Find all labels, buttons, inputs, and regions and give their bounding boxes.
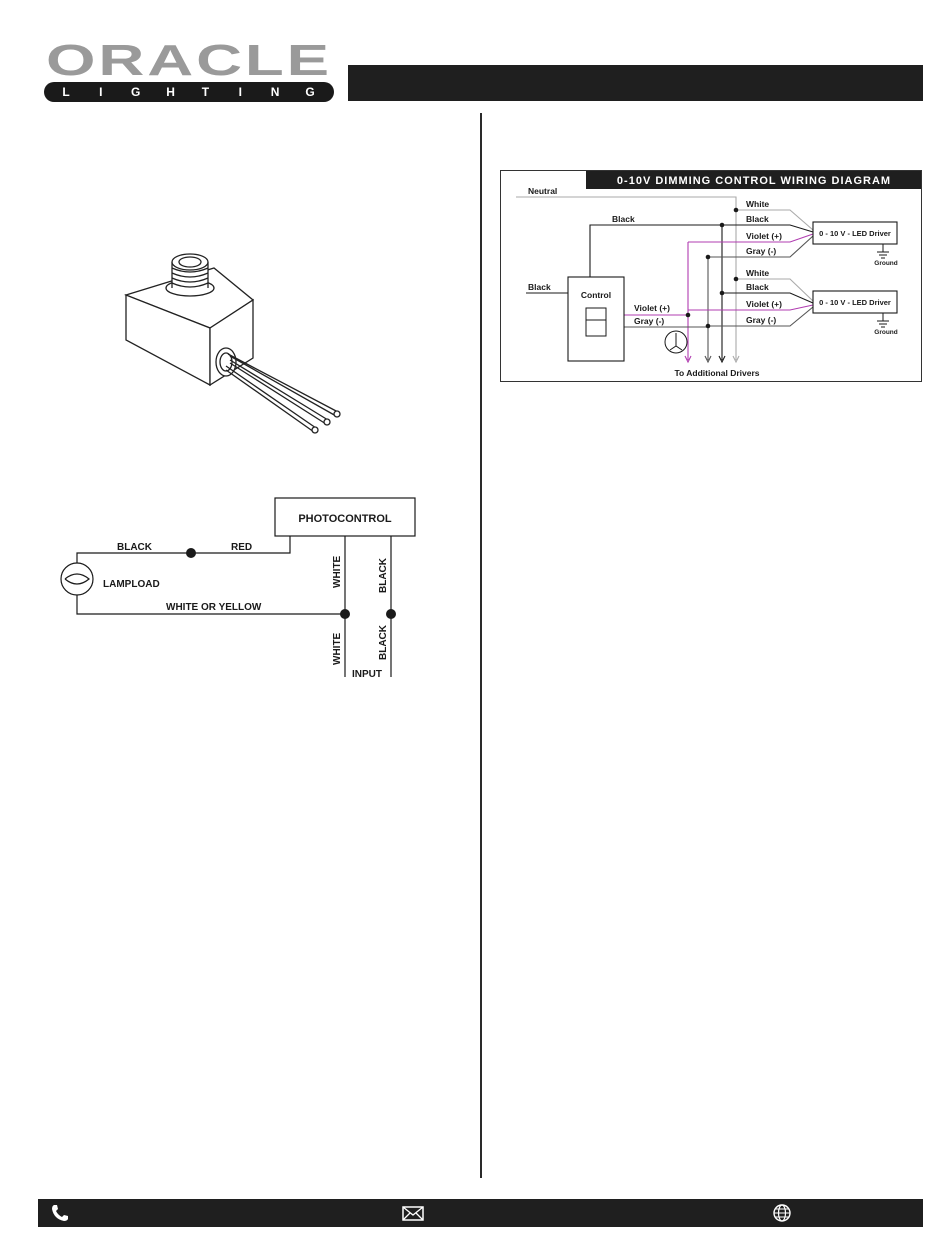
- driver2-label: 0 - 10 V - LED Driver: [819, 298, 891, 307]
- logo-wordmark: ORACLE: [46, 38, 332, 85]
- label-additional-drivers: To Additional Drivers: [674, 368, 759, 378]
- oracle-lighting-logo: ORACLE L I G H T I N G: [44, 38, 334, 102]
- logo-tagline-letter: G: [131, 85, 140, 99]
- column-divider: [480, 113, 482, 1178]
- label-violet-control: Violet (+): [634, 303, 670, 313]
- logo-tagline-letter: I: [99, 85, 102, 99]
- led-driver-2: [812, 290, 898, 314]
- driver2-gray: Gray (-): [746, 315, 776, 325]
- label-input: INPUT: [352, 669, 382, 680]
- label-black-top: Black: [612, 214, 635, 224]
- diagram-frame: [500, 170, 922, 382]
- logo-tagline-letter: G: [305, 85, 314, 99]
- driver1-black: Black: [746, 214, 769, 224]
- label-black-lower: BLACK: [378, 624, 389, 660]
- label-white-upper: WHITE: [332, 555, 343, 588]
- logo-tagline-bar: [44, 82, 334, 102]
- phone-icon: [52, 1205, 68, 1221]
- photocontrol-box-label: PHOTOCONTROL: [298, 513, 392, 525]
- label-neutral: Neutral: [528, 186, 557, 196]
- label-black-left: Black: [528, 282, 551, 292]
- driver2-black: Black: [746, 282, 769, 292]
- header-bar: [348, 65, 923, 101]
- logo-tagline-letter: L: [62, 85, 69, 99]
- label-black-upper: BLACK: [378, 557, 389, 593]
- dimming-wiring-diagram: 0-10V DIMMING CONTROL WIRING DIAGRAM: [500, 170, 922, 382]
- driver1-label: 0 - 10 V - LED Driver: [819, 229, 891, 238]
- mail-icon: [402, 1206, 424, 1221]
- logo-tagline-letter: N: [271, 85, 280, 99]
- label-red-wire: RED: [231, 542, 252, 553]
- driver1-violet: Violet (+): [746, 231, 782, 241]
- control-slider: [585, 307, 607, 337]
- driver1-ground: Ground: [874, 260, 897, 267]
- logo-tagline-letter: I: [239, 85, 242, 99]
- label-white-lower: WHITE: [332, 632, 343, 665]
- driver2-white: White: [746, 268, 769, 278]
- driver1-gray: Gray (-): [746, 246, 776, 256]
- fan-symbol: [664, 330, 688, 354]
- photocontrol-product-illustration: [124, 253, 341, 434]
- led-driver-1: [812, 221, 898, 245]
- footer-bar: [38, 1199, 923, 1227]
- label-control: Control: [581, 290, 611, 300]
- driver1-white: White: [746, 199, 769, 209]
- photocontrol-wiring-diagram: PHOTOCONTROL BLACK RED LAMPLOAD WHITE OR…: [60, 497, 416, 680]
- diagram-title: 0-10V DIMMING CONTROL WIRING DIAGRAM: [617, 175, 891, 187]
- globe-icon: [773, 1204, 791, 1222]
- logo-tagline-letter: H: [166, 85, 175, 99]
- control-box: [567, 276, 625, 362]
- logo-tagline-letter: T: [202, 85, 210, 99]
- diagram-title-bar: [586, 171, 921, 189]
- label-gray-control: Gray (-): [634, 316, 664, 326]
- label-lampload: LAMPLOAD: [103, 579, 160, 590]
- driver2-ground: Ground: [874, 329, 897, 336]
- label-white-or-yellow: WHITE OR YELLOW: [166, 602, 262, 613]
- driver2-violet: Violet (+): [746, 299, 782, 309]
- label-black-wire: BLACK: [117, 542, 153, 553]
